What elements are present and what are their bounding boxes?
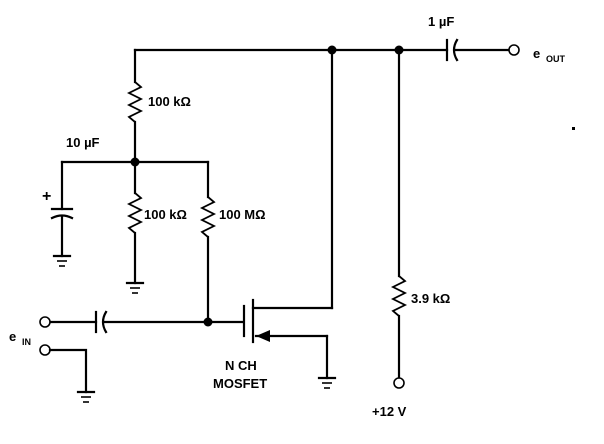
bypass-capacitor-polarity: +: [42, 188, 51, 205]
mosfet-label-line2: MOSFET: [213, 376, 267, 391]
bypass-capacitor: [50, 160, 74, 258]
bypass-capacitor-label: 10 µF: [66, 135, 100, 150]
output-terminal-subscript: OUT: [546, 54, 566, 64]
resistor-100k-bottom: [126, 192, 144, 234]
supply-label: +12 V: [372, 404, 407, 419]
output-terminal-label: e: [533, 46, 540, 61]
mosfet-channel-arrow: [256, 330, 270, 342]
ground-symbol-divider: [125, 281, 145, 294]
resistor-100k-top: [126, 81, 144, 123]
output-capacitor: [445, 38, 459, 62]
n-channel-mosfet: [242, 298, 334, 344]
input-ground-terminal: [39, 344, 51, 356]
resistor-100M-gate: [199, 196, 217, 238]
input-terminal: [39, 316, 51, 328]
output-terminal: [508, 44, 520, 56]
junction-gate: [203, 317, 213, 327]
resistor-3k9-load: [390, 275, 408, 317]
supply-terminal: [393, 377, 405, 389]
resistor-100k-bottom-label: 100 kΩ: [144, 207, 187, 222]
scan-speck: [572, 127, 575, 130]
ground-symbol-input: [76, 390, 96, 403]
resistor-3k9-load-label: 3.9 kΩ: [411, 291, 450, 306]
input-terminal-subscript: IN: [22, 337, 31, 347]
ground-symbol-bypass: [52, 254, 72, 267]
output-capacitor-label: 1 µF: [428, 14, 454, 29]
input-ground-wire: [48, 348, 88, 394]
resistor-100M-gate-label: 100 MΩ: [219, 207, 266, 222]
resistor-100k-top-label: 100 kΩ: [148, 94, 191, 109]
ground-symbol-source: [317, 376, 337, 389]
input-terminal-label: e: [9, 329, 16, 344]
mosfet-label-line1: N CH: [225, 358, 257, 373]
junction-divider-mid: [130, 157, 140, 167]
